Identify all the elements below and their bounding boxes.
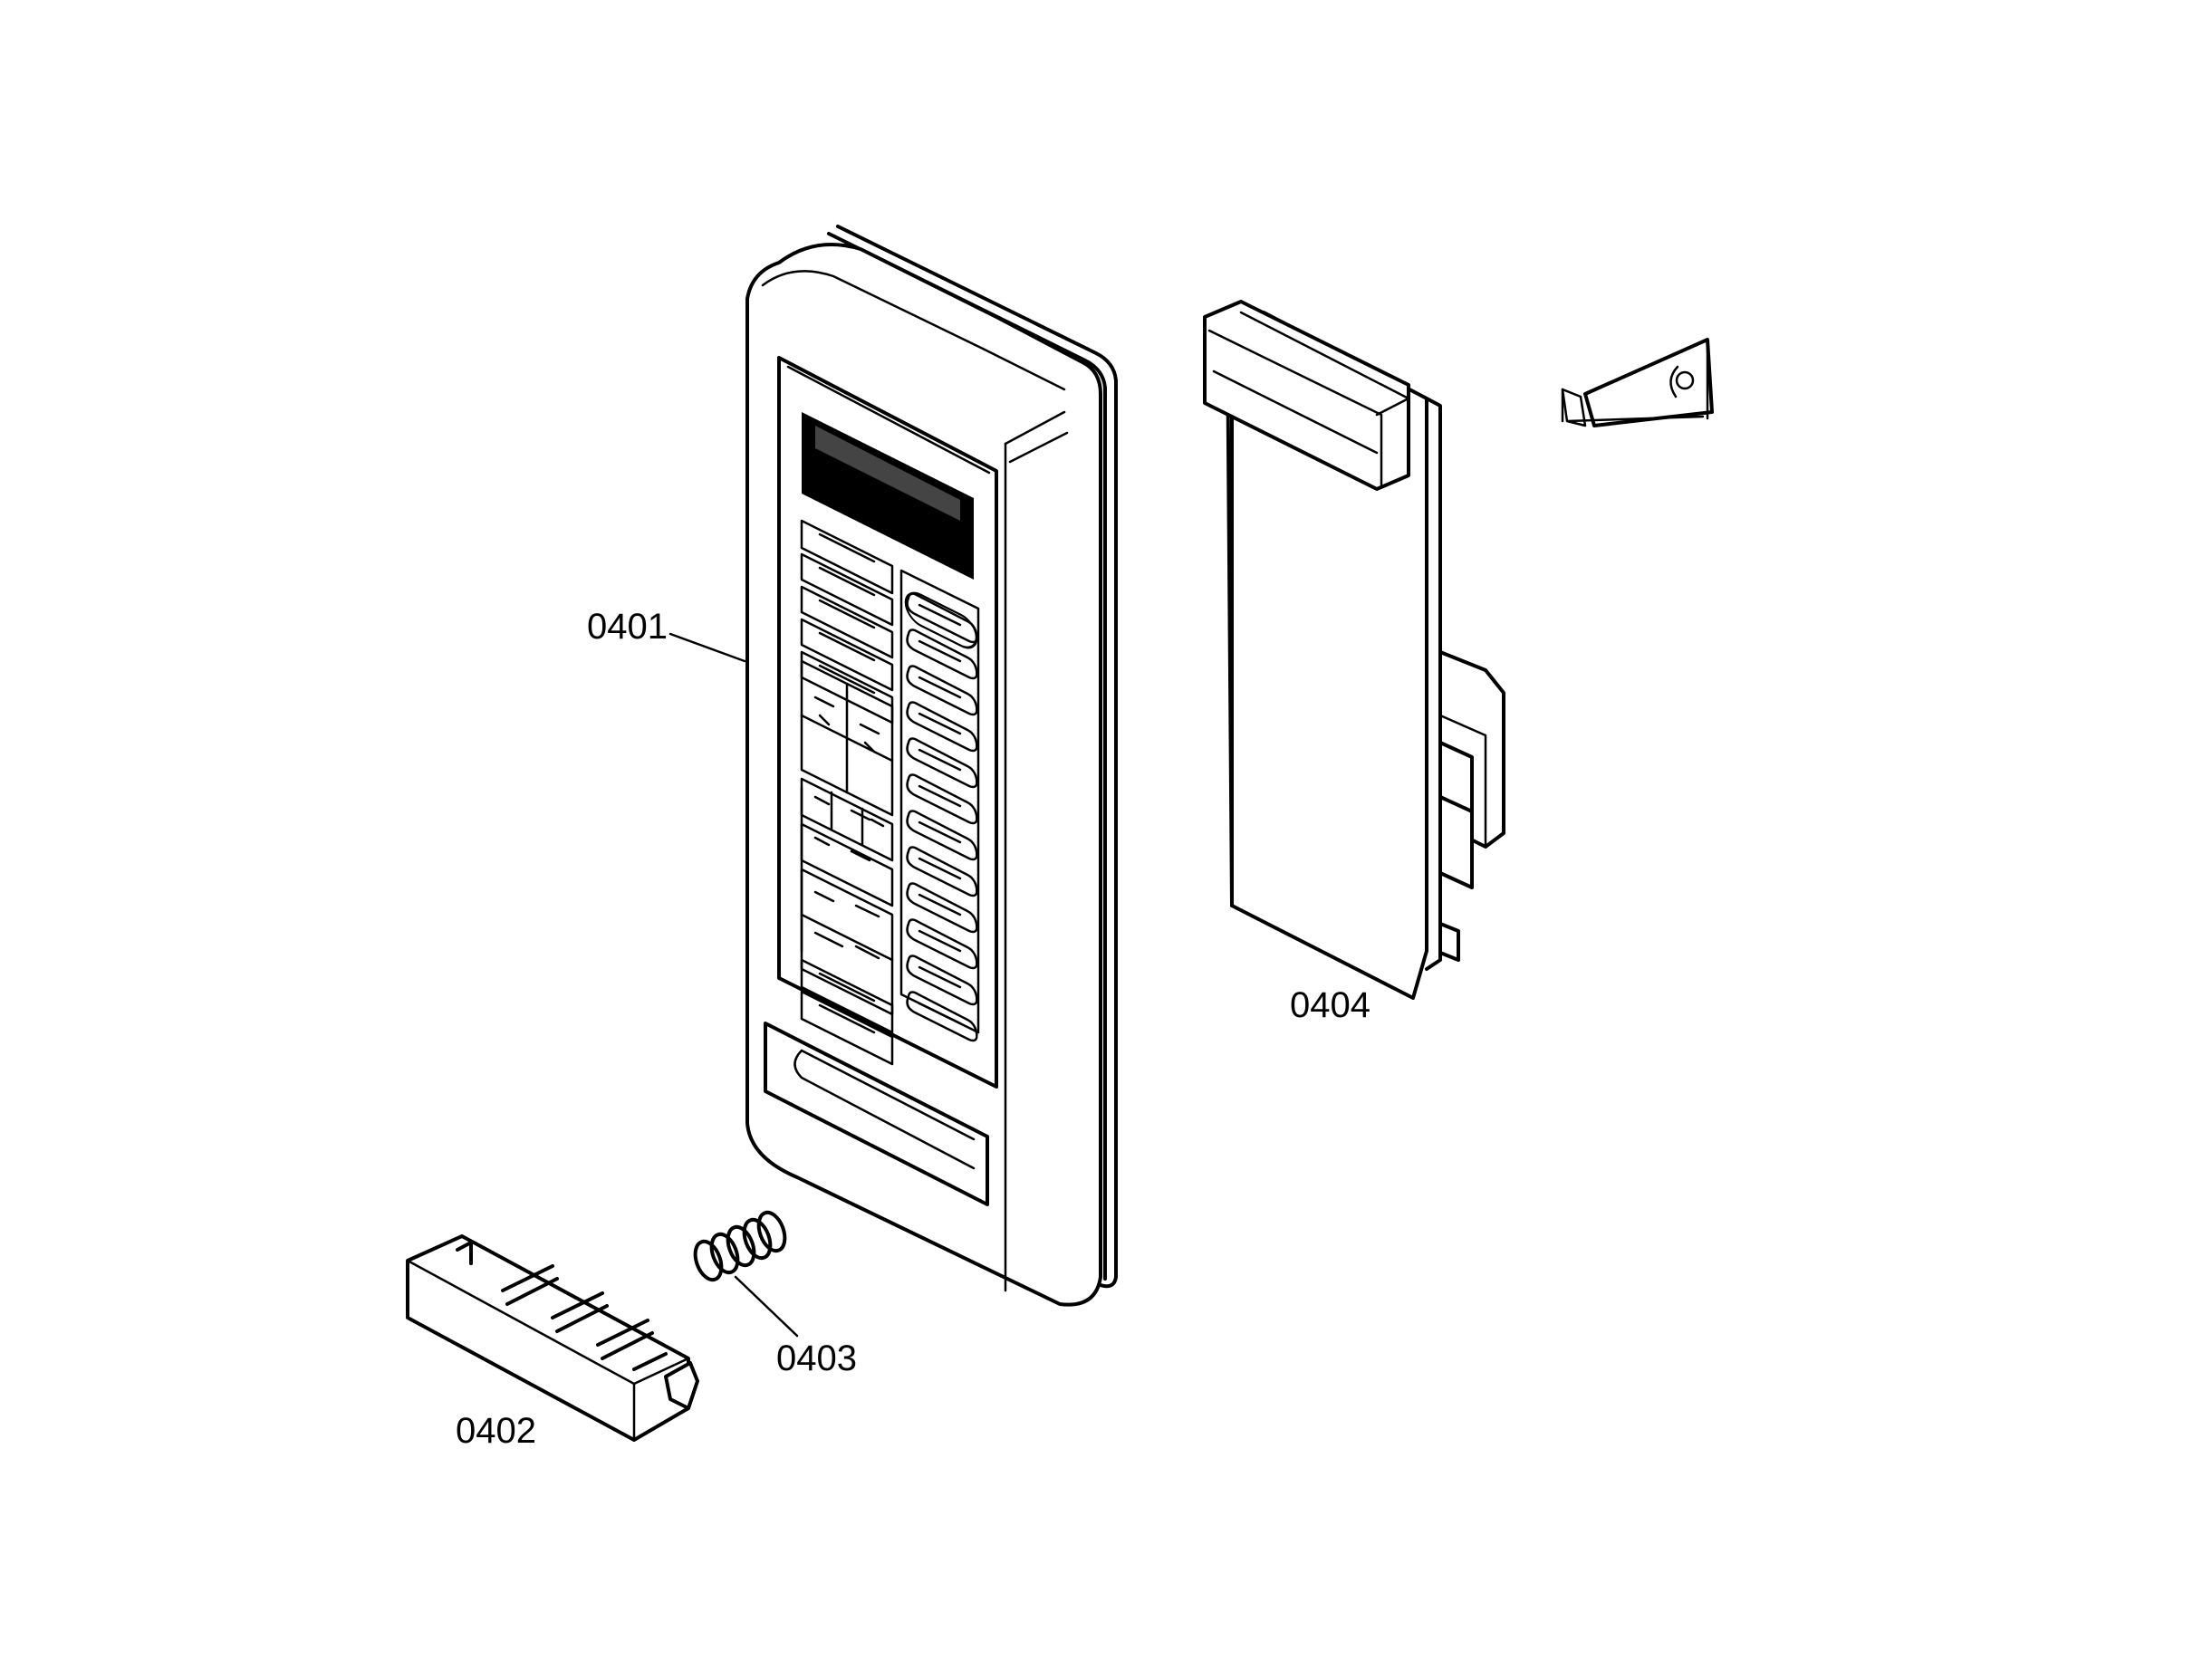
label-0404: 0404	[1290, 985, 1370, 1025]
part-0401-control-panel[interactable]	[745, 225, 1118, 1307]
part-0403-spring[interactable]	[690, 1209, 789, 1283]
mounting-bracket[interactable]	[1561, 338, 1714, 427]
leader-0401	[668, 632, 746, 663]
label-0402: 0402	[456, 1411, 536, 1451]
part-0404-circuit-board[interactable]	[1203, 300, 1505, 1000]
label-0403: 0403	[776, 1339, 857, 1378]
label-0401: 0401	[587, 607, 668, 647]
part-0402-push-button[interactable]	[406, 1234, 699, 1442]
leader-0403	[734, 1275, 799, 1338]
leader-lines	[668, 632, 799, 1338]
oval-key-stack	[906, 592, 978, 1042]
